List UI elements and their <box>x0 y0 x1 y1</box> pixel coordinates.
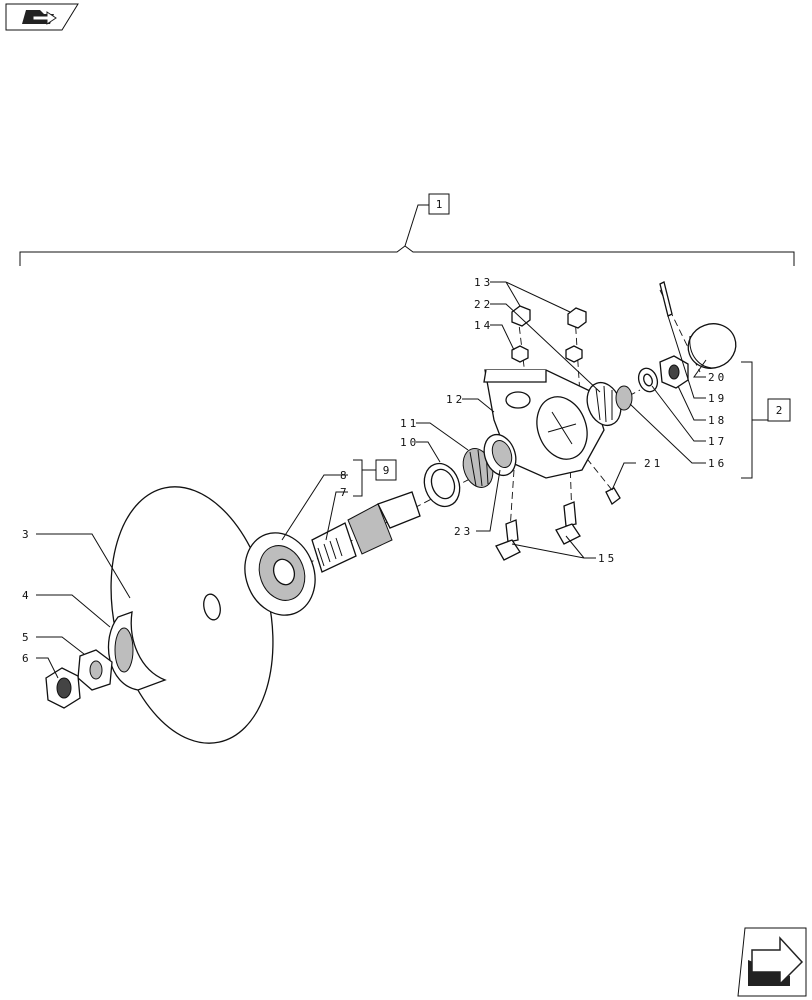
part-splined-shaft <box>311 491 421 573</box>
callout-4: 4 <box>22 589 32 602</box>
part-bearing-cup <box>483 433 517 477</box>
callout-18: 18 <box>708 414 727 427</box>
assembly-label-box: 1 <box>428 193 450 215</box>
callout-14: 14 <box>474 319 493 332</box>
subassembly-label: 2 <box>776 404 783 417</box>
callout-7: 7 <box>340 486 350 499</box>
part-spacer <box>107 611 167 691</box>
callout-17: 17 <box>708 435 727 448</box>
callout-5: 5 <box>22 631 32 644</box>
assembly-bracket <box>19 204 795 266</box>
nav-back-button[interactable] <box>5 3 79 31</box>
leader-lines <box>36 281 707 679</box>
part-bolts <box>495 501 581 561</box>
callout-8: 8 <box>340 469 350 482</box>
subassembly-label-box: 2 <box>767 398 791 422</box>
part-flange-nuts <box>511 305 587 329</box>
part-seal-plate <box>244 532 316 616</box>
subassembly-bracket <box>741 361 768 479</box>
kit-bracket <box>353 459 376 497</box>
kit-label-box: 9 <box>375 459 397 481</box>
kit-label: 9 <box>383 464 390 477</box>
assembly-label: 1 <box>436 198 443 211</box>
callout-12: 12 <box>446 393 465 406</box>
callout-23: 23 <box>454 525 473 538</box>
callout-19: 19 <box>708 392 727 405</box>
nav-next-button[interactable] <box>737 927 807 997</box>
callout-21: 21 <box>644 457 663 470</box>
callout-20: 20 <box>708 371 727 384</box>
callout-16: 16 <box>708 457 727 470</box>
part-nut <box>45 667 81 709</box>
part-cotter-pin <box>659 281 673 317</box>
callout-labels: 3 4 5 6 7 8 10 11 12 13 22 14 23 15 21 2… <box>22 276 727 665</box>
callout-13: 13 <box>474 276 493 289</box>
part-seal-ring <box>423 462 461 508</box>
part-grease-fitting <box>605 487 621 505</box>
part-castle-nut <box>659 355 689 389</box>
part-outer-bearing <box>586 381 622 427</box>
folder-arrow-icon <box>22 10 57 25</box>
part-outer-washer <box>637 367 659 393</box>
callout-11: 11 <box>400 417 419 430</box>
callout-10: 10 <box>400 436 419 449</box>
part-outer-cone <box>615 385 633 411</box>
part-dust-cap <box>687 323 737 369</box>
callout-22: 22 <box>474 298 493 311</box>
callout-6: 6 <box>22 652 32 665</box>
part-washer <box>77 649 113 691</box>
callout-3: 3 <box>22 528 32 541</box>
arrow-right-icon <box>748 936 804 986</box>
callout-15: 15 <box>598 552 617 565</box>
part-disc-blade <box>110 486 274 744</box>
part-lock-washers <box>511 345 583 363</box>
